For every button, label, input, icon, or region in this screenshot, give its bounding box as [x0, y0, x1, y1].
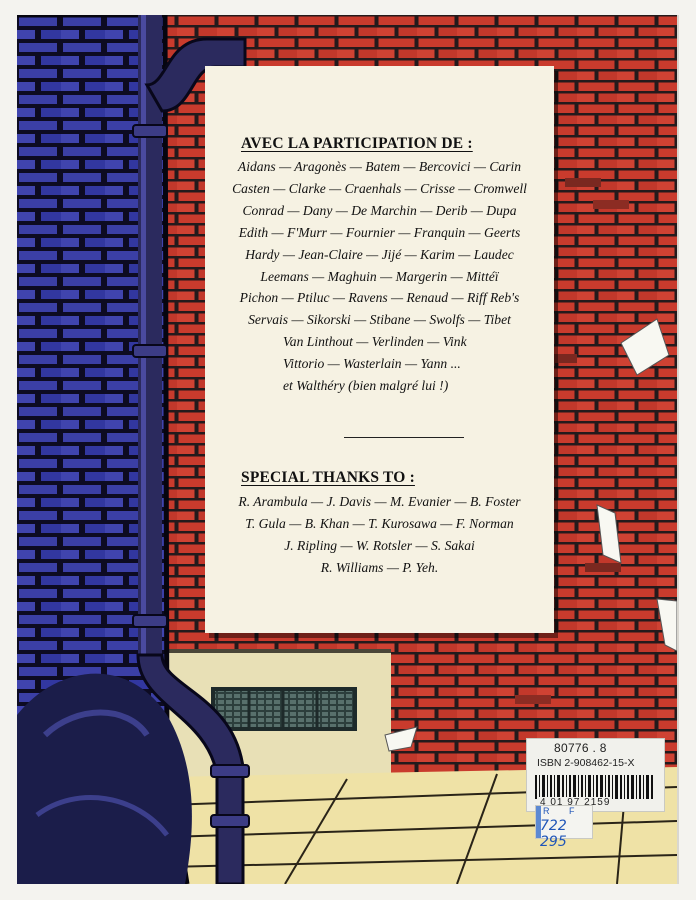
list-item: T. Gula — B. Khan — T. Kurosawa — F. Nor…: [245, 515, 514, 531]
list-item: Servais — Sikorski — Stibane — Swolfs — …: [248, 312, 511, 328]
credits-poster: AVEC LA PARTICIPATION DE : Aidans — Arag…: [205, 66, 554, 633]
barcode-digits: 4 01 97 2159: [538, 797, 613, 808]
thanks-list: R. Arambula — J. Davis — M. Evanier — B.…: [205, 491, 554, 579]
list-item: Edith — F'Murr — Fournier — Franquin — G…: [238, 224, 521, 240]
barcode-icon: [535, 775, 653, 799]
thanks-heading: SPECIAL THANKS TO :: [241, 469, 415, 486]
list-item: Leemans — Maghuin — Margerin — Mittéï: [260, 268, 499, 284]
list-item: Aidans — Aragonès — Batem — Bercovici — …: [237, 159, 522, 174]
participants-list: Aidans — Aragonès — Batem — Bercovici — …: [205, 156, 554, 397]
participation-heading: AVEC LA PARTICIPATION DE :: [241, 135, 473, 152]
list-item: Van Linthout — Verlinden — Vink: [283, 334, 467, 350]
divider: [344, 437, 464, 438]
inventory-number: 80776 . 8: [554, 741, 607, 755]
list-item: et Walthéry (bien malgré lui !): [283, 378, 449, 394]
tag-letter-r: R: [543, 806, 550, 816]
isbn-barcode-sticker: 80776 . 8 ISBN 2-908462-15-X: [526, 738, 665, 812]
book-back-cover: AVEC LA PARTICIPATION DE : Aidans — Arag…: [17, 15, 679, 884]
list-item: Conrad — Dany — De Marchin — Derib — Dup…: [242, 202, 517, 218]
tag-letter-f: F: [569, 806, 575, 816]
list-item: Hardy — Jean-Claire — Jijé — Karim — Lau…: [245, 246, 514, 262]
list-item: Pichon — Ptiluc — Ravens — Renaud — Riff…: [239, 290, 520, 306]
list-item: Vittorio — Wasterlain — Yann ...: [283, 356, 461, 372]
tag-number: 722 295: [540, 818, 567, 850]
list-item: R. Arambula — J. Davis — M. Evanier — B.…: [238, 494, 521, 509]
list-item: R. Williams — P. Yeh.: [320, 559, 439, 575]
library-tag: R F 722 295: [535, 805, 593, 850]
isbn-text: ISBN 2-908462-15-X: [537, 757, 635, 769]
tag-stripe: [536, 806, 541, 838]
list-item: Casten — Clarke — Craenhals — Crisse — C…: [232, 180, 527, 196]
list-item: J. Ripling — W. Rotsler — S. Sakai: [284, 537, 475, 553]
